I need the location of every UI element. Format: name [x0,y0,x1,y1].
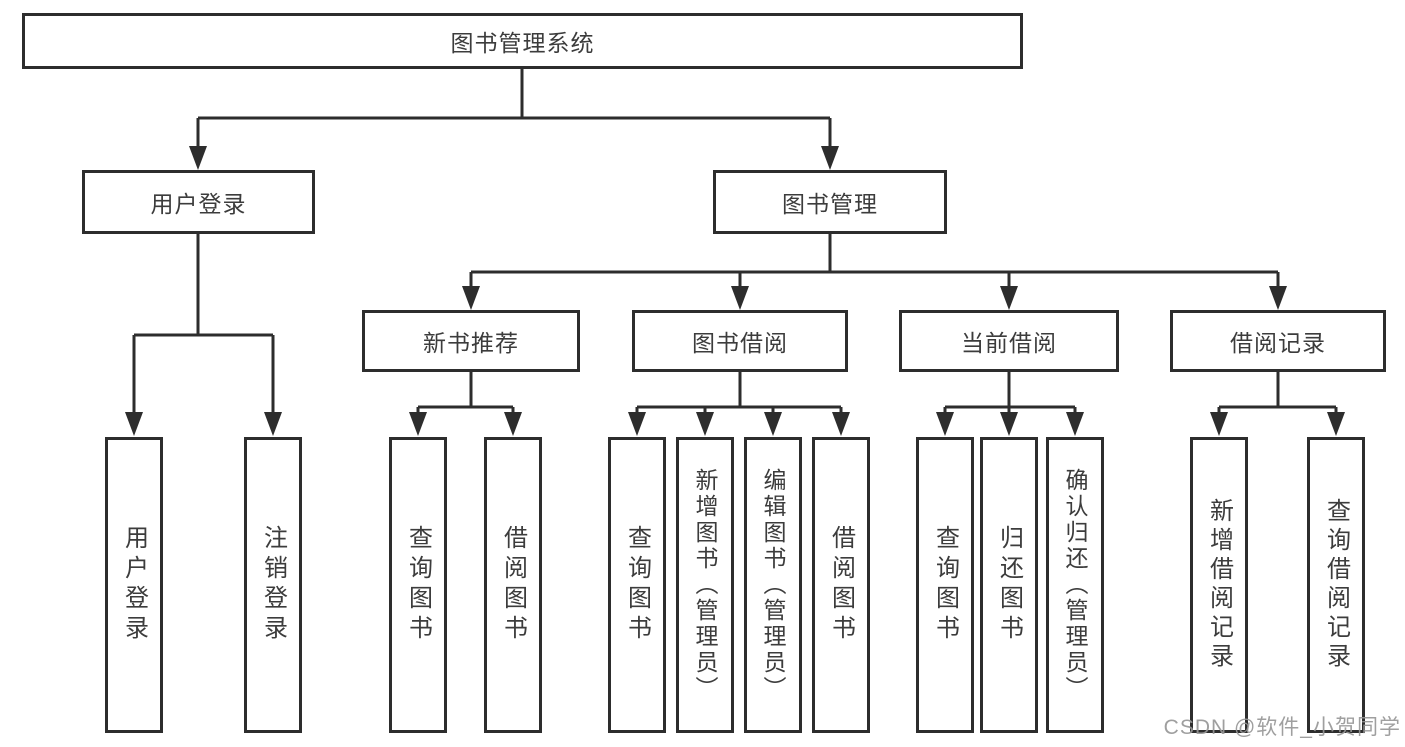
csdn-watermark: CSDN @软件_小贺同学 [1163,716,1401,739]
leaf-add-borrow-record: 新增借阅记录 [1190,437,1248,733]
leaf-label: 编辑图书（管理员） [760,468,786,702]
leaf-user-login: 用户登录 [105,437,163,733]
leaf-query-books-recommend: 查询图书 [389,437,447,733]
leaf-return-books: 归还图书 [980,437,1038,733]
node-book-management: 图书管理 [713,170,947,234]
leaf-add-books-admin: 新增图书（管理员） [676,437,734,733]
leaf-query-borrow-record: 查询借阅记录 [1307,437,1365,733]
leaf-confirm-return-admin: 确认归还（管理员） [1046,437,1104,733]
node-borrow-records: 借阅记录 [1170,310,1386,372]
leaf-label: 归还图书 [995,525,1023,645]
leaf-label: 查询借阅记录 [1322,498,1350,672]
leaf-logout: 注销登录 [244,437,302,733]
leaf-query-books-borrow: 查询图书 [608,437,666,733]
leaf-edit-books-admin: 编辑图书（管理员） [744,437,802,733]
leaf-label: 用户登录 [120,525,148,645]
leaf-label: 查询图书 [623,525,651,645]
leaf-borrow-books: 借阅图书 [812,437,870,733]
leaf-label: 查询图书 [931,525,959,645]
leaf-query-books-current: 查询图书 [916,437,974,733]
leaf-borrow-books-recommend: 借阅图书 [484,437,542,733]
leaf-label: 确认归还（管理员） [1062,468,1088,702]
leaf-label: 借阅图书 [827,525,855,645]
node-current-borrow: 当前借阅 [899,310,1119,372]
leaf-label: 查询图书 [404,525,432,645]
node-new-book-recommend: 新书推荐 [362,310,580,372]
leaf-label: 注销登录 [259,525,287,645]
leaf-label: 新增图书（管理员） [692,468,718,702]
leaf-label: 新增借阅记录 [1205,498,1233,672]
node-user-login: 用户登录 [82,170,315,234]
node-book-borrow: 图书借阅 [632,310,848,372]
leaf-label: 借阅图书 [499,525,527,645]
node-root: 图书管理系统 [22,13,1023,69]
